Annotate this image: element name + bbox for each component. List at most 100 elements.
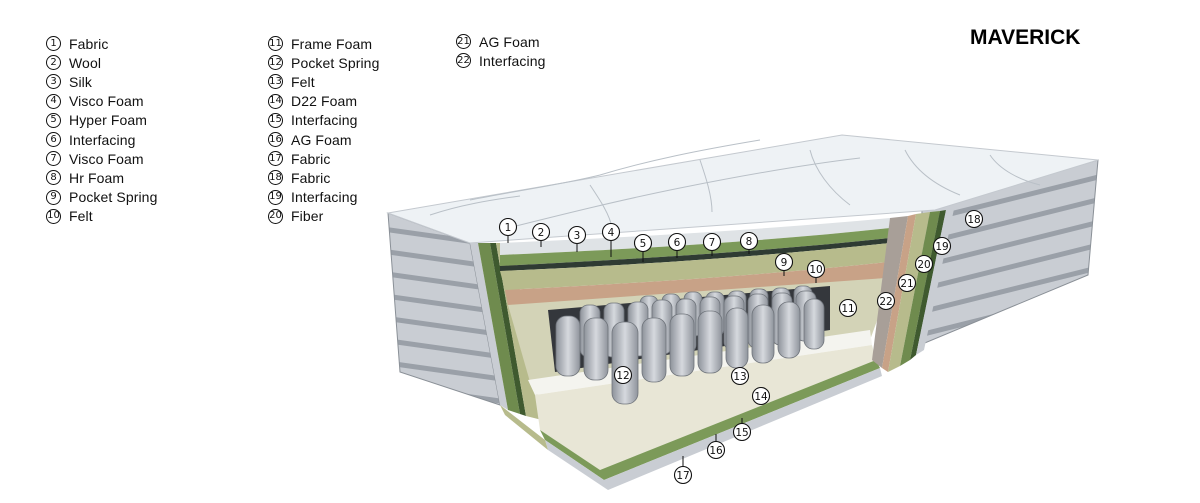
callout-4: 4: [601, 222, 621, 242]
legend-label: Fiber: [291, 208, 324, 225]
callout-number: 12: [616, 370, 629, 382]
legend-number-badge: 19: [268, 189, 283, 205]
legend-label: Pocket Spring: [291, 54, 380, 71]
legend-number-badge: 20: [268, 208, 283, 224]
legend-item: 14 D22 Foam: [268, 92, 379, 111]
callout-3: 3: [567, 225, 587, 245]
callout-markers: 1 2 3 4 5 6 7 8 9 10 11 12 13 14 15 16 1…: [498, 209, 984, 485]
callout-number: 20: [917, 259, 930, 271]
legend-number-badge: 4: [46, 93, 61, 109]
callout-2: 2: [531, 222, 551, 242]
callout-12: 12: [613, 365, 633, 385]
legend-item: 15 Interfacing: [268, 111, 379, 130]
callout-15: 15: [732, 422, 752, 442]
pocket-springs: [555, 285, 825, 405]
legend-label: AG Foam: [479, 33, 540, 50]
legend-number-badge: 5: [46, 112, 61, 128]
right-cut-layer-peach: [882, 214, 916, 372]
legend-item: 22 Interfacing: [456, 51, 545, 70]
legend-label: Pocket Spring: [69, 189, 158, 206]
callout-13: 13: [730, 366, 750, 386]
callout-number: 9: [781, 257, 788, 269]
callout-17: 17: [673, 465, 693, 485]
right-cut-layer-grey: [872, 216, 908, 368]
callout-number: 13: [733, 371, 746, 383]
legend-label: Interfacing: [69, 131, 136, 148]
d22-foam-block: [535, 345, 876, 470]
right-cut-layer-green: [900, 211, 940, 366]
legend-item: 17 Fabric: [268, 149, 379, 168]
legend-number-badge: 11: [268, 36, 283, 52]
legend-number-badge: 2: [46, 55, 61, 71]
legend-label: Felt: [69, 208, 93, 225]
legend-label: Frame Foam: [291, 35, 373, 52]
comfort-layer-dark-stripe: [500, 238, 890, 271]
callout-number: 16: [709, 445, 723, 457]
legend-label: Visco Foam: [69, 93, 144, 110]
legend-item: 2 Wool: [46, 53, 157, 72]
callout-number: 18: [967, 214, 980, 226]
left-cut-layer-dark: [490, 243, 526, 416]
callout-number: 22: [879, 296, 892, 308]
callout-number: 1: [505, 222, 512, 234]
comfort-layer-olive: [500, 243, 890, 290]
callout-number: 3: [574, 230, 581, 242]
legend-label: Interfacing: [291, 112, 358, 129]
callout-number: 5: [640, 238, 647, 250]
legend-label: Interfacing: [479, 52, 546, 69]
legend-number-badge: 9: [46, 189, 61, 205]
callout-number: 10: [809, 264, 822, 276]
legend-item: 9 Pocket Spring: [46, 188, 157, 207]
comfort-layer-fabric-wool-silk: [500, 218, 890, 255]
bottom-front-panel: [500, 405, 548, 450]
left-cut-layer-green: [478, 243, 520, 414]
legend-number-badge: 22: [456, 53, 471, 69]
callout-number: 8: [746, 236, 753, 248]
legend-number-badge: 14: [268, 93, 283, 109]
bottom-layer-green: [540, 360, 880, 480]
callout-20: 20: [914, 254, 934, 274]
mattress-top-quilted-surface: [386, 134, 1099, 244]
right-cut-layer-olive: [888, 212, 930, 372]
callout-number: 15: [735, 427, 748, 439]
legend-label: Silk: [69, 73, 92, 90]
legend-label: Wool: [69, 54, 102, 71]
legend-label: Fabric: [291, 150, 331, 167]
left-cut-layer-fabric: [470, 243, 508, 410]
legend-number-badge: 1: [46, 36, 61, 52]
callout-6: 6: [667, 232, 687, 252]
callout-number: 6: [674, 237, 681, 249]
legend-item: 20 Fiber: [268, 207, 379, 226]
legend-number-badge: 6: [46, 132, 61, 148]
legend-number-badge: 16: [268, 132, 283, 148]
legend-label: Visco Foam: [69, 150, 144, 167]
callout-number: 21: [900, 278, 913, 290]
legend-number-badge: 8: [46, 170, 61, 186]
callout-7: 7: [702, 232, 722, 252]
legend-number-badge: 7: [46, 151, 61, 167]
legend-number-badge: 15: [268, 112, 283, 128]
callout-5: 5: [633, 233, 653, 253]
callout-number: 11: [841, 303, 854, 315]
legend-number-badge: 18: [268, 170, 283, 186]
callout-10: 10: [806, 259, 826, 279]
legend-number-badge: 17: [268, 151, 283, 167]
spring-row-front: [555, 298, 825, 405]
callout-8: 8: [739, 231, 759, 251]
legend-item: 11 Frame Foam: [268, 34, 379, 53]
legend-label: D22 Foam: [291, 93, 358, 110]
callout-1: 1: [498, 217, 518, 237]
legend-item: 6 Interfacing: [46, 130, 157, 149]
